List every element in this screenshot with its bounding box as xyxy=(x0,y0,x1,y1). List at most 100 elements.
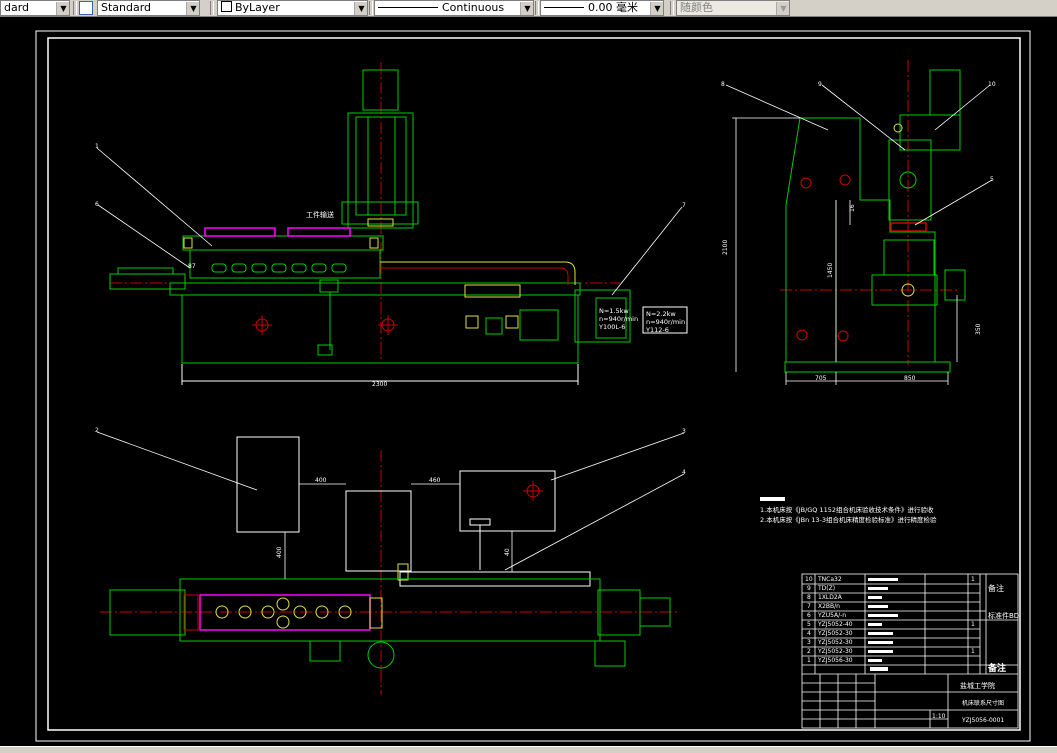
bom-name-marks xyxy=(868,578,898,671)
bom-code: YZJ5056-30 xyxy=(817,657,853,664)
motor2-power: N=2.2kw xyxy=(646,310,676,318)
callout-3: 3 xyxy=(682,428,686,435)
dim-460: 460 xyxy=(429,477,441,484)
bom-code: YZJ5052-30 xyxy=(817,639,853,646)
linetype-sample-icon xyxy=(378,7,438,8)
bom-code: YZJ5052-40 xyxy=(817,621,853,628)
bom-no: 7 xyxy=(807,603,811,610)
callout-7: 7 xyxy=(682,202,686,209)
bom-code: X2BB/n xyxy=(818,603,840,610)
toolbar-separator xyxy=(210,1,214,15)
note-2: 2.本机床按《JBn 13-3组合机床精度检验标准》进行精度检验 xyxy=(760,515,937,524)
plotstyle-value: 随颜色 xyxy=(680,1,713,14)
chevron-down-icon[interactable]: ▼ xyxy=(354,2,367,15)
bom-no: 10 xyxy=(805,576,813,583)
bom-no: 3 xyxy=(807,639,811,646)
text-style-select[interactable]: dard▼ xyxy=(0,0,70,16)
remark-header: 备注 xyxy=(987,662,1006,674)
bom-part: 标准件BD xyxy=(988,611,1019,620)
dim-40: 40 xyxy=(504,548,511,556)
toolbar-separator xyxy=(369,1,373,15)
callout-6: 6 xyxy=(95,201,99,208)
bom-table xyxy=(801,573,1019,729)
chevron-down-icon[interactable]: ▼ xyxy=(520,2,533,15)
title-scale: 1:10 xyxy=(932,713,946,720)
chevron-down-icon[interactable]: ▼ xyxy=(186,2,199,15)
bom-no: 5 xyxy=(807,621,811,628)
dim-style-select[interactable]: Standard ▼ xyxy=(97,0,200,16)
toolbar-separator xyxy=(535,1,539,15)
dim-87: 87 xyxy=(188,263,196,270)
note-1: 1.本机床按《JB/GQ 1152组合机床验收技术条件》进行验收 xyxy=(760,505,934,514)
motor1-model: Y100L-6 xyxy=(598,323,625,331)
linetype-value: Continuous xyxy=(442,1,505,14)
bom-qty: 1 xyxy=(971,621,975,628)
lineweight-value: 0.00 毫米 xyxy=(588,1,638,14)
dim-705: 705 xyxy=(815,375,827,382)
dim-400-b: 400 xyxy=(276,546,283,558)
bom-no: 2 xyxy=(807,648,811,655)
color-swatch-icon xyxy=(221,1,232,12)
motor1-power: N=1.5kw xyxy=(599,307,629,315)
bom-code: TNCa32 xyxy=(817,576,842,583)
workpiece-label: 工件输送 xyxy=(306,210,334,219)
title-name: 机床联系尺寸图 xyxy=(962,699,1004,707)
bom-code: TD(Z) xyxy=(817,585,835,592)
lineweight-sample-icon xyxy=(544,7,584,8)
callout-4: 4 xyxy=(682,469,686,476)
chevron-down-icon[interactable]: ▼ xyxy=(776,2,789,15)
dim-style-value: Standard xyxy=(101,1,152,14)
outer-border xyxy=(35,30,1031,742)
bom-code: 1XLD2A xyxy=(818,594,843,601)
motor1-speed: n=940r/min xyxy=(599,315,638,323)
bom-no: 4 xyxy=(807,630,811,637)
front-view: 2300 87 工件输送 N=1.5kw n=940r/min Y100L-6 … xyxy=(95,62,688,388)
bom-qty: 1 xyxy=(971,648,975,655)
chevron-down-icon[interactable]: ▼ xyxy=(56,2,69,15)
dim-1450: 1450 xyxy=(827,263,834,278)
bom-code: YZJ5052-30 xyxy=(817,630,853,637)
layer-color-select[interactable]: ByLayer ▼ xyxy=(217,0,368,16)
drawing-frame xyxy=(47,37,1021,731)
drawing-canvas[interactable]: 2300 87 工件输送 N=1.5kw n=940r/min Y100L-6 … xyxy=(0,17,1057,746)
dim-850: 850 xyxy=(904,375,916,382)
dim-400-a: 400 xyxy=(315,477,327,484)
bom-no: 8 xyxy=(807,594,811,601)
dim-2300: 2300 xyxy=(372,381,387,388)
callout-5: 5 xyxy=(990,176,994,183)
dim-2100: 2100 xyxy=(722,240,729,255)
toolbar-separator xyxy=(73,1,77,15)
dim-350: 350 xyxy=(975,323,982,335)
lineweight-select[interactable]: 0.00 毫米 ▼ xyxy=(540,0,664,16)
title-code: YZJ5056-0001 xyxy=(961,717,1004,724)
callout-2: 2 xyxy=(95,427,99,434)
title-school: 盐城工学院 xyxy=(960,681,995,690)
plotstyle-select[interactable]: 随颜色 ▼ xyxy=(676,0,790,16)
dimension-style-icon[interactable] xyxy=(79,1,93,15)
bom-rows: 10 TNCa32 9 TD(Z) 8 1XLD2A 7 X2BB/n 6 YZ… xyxy=(805,576,1019,724)
bom-remark: 备注 xyxy=(988,583,1004,593)
bom-code: YZJ5052-30 xyxy=(817,648,853,655)
properties-toolbar: dard▼ Standard ▼ ByLayer ▼ Continuous ▼ 0.0… xyxy=(0,0,1057,17)
bottom-bar xyxy=(0,746,1057,753)
side-view: 2100 1450 16 350 705 850 8 9 10 5 xyxy=(721,60,996,385)
callout-8: 8 xyxy=(721,81,725,88)
cad-drawing[interactable]: 2300 87 工件输送 N=1.5kw n=940r/min Y100L-6 … xyxy=(0,17,1057,746)
motor2-model: Y112-6 xyxy=(645,326,669,334)
motor2-speed: n=940r/min xyxy=(646,318,685,326)
bom-code: YZU5A/-n xyxy=(817,612,846,619)
layer-color-value: ByLayer xyxy=(235,1,280,14)
callout-10: 10 xyxy=(988,81,996,88)
dim-16: 16 xyxy=(849,204,856,212)
bom-no: 1 xyxy=(807,657,811,664)
chevron-down-icon[interactable]: ▼ xyxy=(650,2,663,15)
bom-qty: 1 xyxy=(971,576,975,583)
callout-1: 1 xyxy=(95,143,99,150)
top-view: 400 460 400 40 2 3 4 xyxy=(95,427,686,695)
technical-notes: 1.本机床按《JB/GQ 1152组合机床验收技术条件》进行验收 2.本机床按《… xyxy=(760,497,937,524)
bom-no: 6 xyxy=(807,612,811,619)
linetype-select[interactable]: Continuous ▼ xyxy=(374,0,534,16)
toolbar-separator xyxy=(670,1,674,15)
bom-no: 9 xyxy=(807,585,811,592)
callout-9: 9 xyxy=(818,81,822,88)
